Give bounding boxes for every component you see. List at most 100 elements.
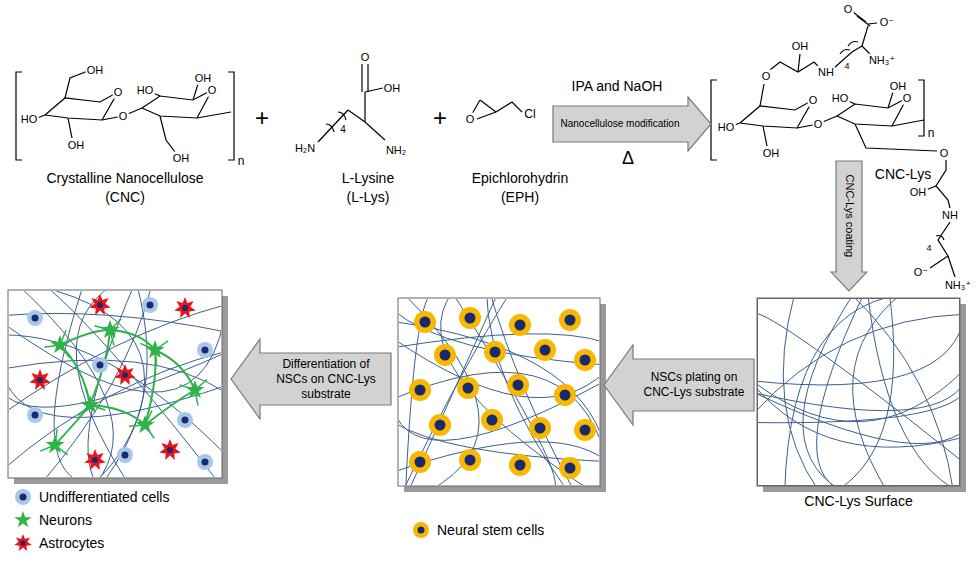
neural-stem-cell [459,449,481,471]
structure-label: NH [817,66,835,79]
structure-label: + [254,104,270,132]
neural-stem-cell [409,379,431,401]
structure-label: O [360,51,371,64]
neural-stem-cell [459,307,481,329]
cell-nucleus [97,362,104,369]
cell-nucleus [202,347,209,354]
structure-label: n [237,155,246,169]
neuron [146,340,165,358]
cell-nucleus [37,377,43,383]
astrocyte [84,449,105,470]
neural-stem-cell [534,339,556,361]
nanofiber [837,299,894,485]
structure-label: (CNC) [104,189,146,205]
structure-label: HO [20,113,39,126]
arrow-text-area: NSCs plating on CNC-Lys substrate [639,359,749,411]
arrow-label: NSCs plating on CNC-Lys substrate [639,370,749,400]
arrow-label: CNC-Lys coating [842,175,856,258]
swatch-nucleus [20,494,27,501]
neural-stem-cell [529,417,551,439]
nanofiber [758,382,959,411]
nanofiber [34,291,145,477]
differentiated-panel [8,290,222,478]
undifferentiated-cell [142,297,158,313]
swatch-nucleus [21,541,26,546]
arrow-label: Nanocellulose modification [561,118,680,131]
structure-label: HO [831,92,850,105]
nanofiber [758,312,959,463]
structure-label: O [207,84,218,97]
structure-label: OH [172,152,191,165]
cell-nucleus [122,452,129,459]
structure-label: HO [136,84,155,97]
nanofiber [403,299,510,485]
structure-label: O [465,113,476,126]
structure-label: H₂N [294,142,316,155]
structure-label: 4 [339,124,347,136]
neuron [51,335,70,353]
chemical-structures [16,12,955,277]
structure-label: OH [889,80,908,93]
neural-stem-cell [507,374,529,396]
neural-stem-cell [457,377,479,399]
cell-nucleus [415,385,426,396]
structure-label: OH [67,139,86,152]
neural-stem-cell [574,349,596,371]
structure-label: OH [194,72,213,85]
arrow-outline [231,339,391,419]
undifferentiated-cell [197,342,213,358]
structure-label: O [813,118,824,131]
cell-nucleus [560,390,571,401]
structure-label: NH₃⁺ [944,279,972,292]
neuron [81,395,100,413]
nanofiber [868,299,958,485]
cell-nucleus [435,420,446,431]
neural-stem-cell [481,409,503,431]
structure-label: IPA and NaOH [571,78,664,94]
cell-nucleus [182,305,188,311]
cell-nucleus [487,415,498,426]
structure-label: O⁻ [913,266,929,279]
neurite [145,350,156,425]
structure-label: O [843,3,854,16]
cell-nucleus [565,315,576,326]
structure-label: O [902,92,913,105]
cell-nucleus [167,447,173,453]
arrow-outline [831,161,867,291]
cell-nucleus [440,350,451,361]
structure-label: O⁻ [879,16,895,29]
cell-nucleus [32,412,39,419]
swatch-star [14,511,31,527]
cell-nucleus [182,417,189,424]
neurite [60,345,90,405]
nanofiber [9,304,221,413]
panel-caption: CNC-Lys Surface [758,493,959,509]
astrocyte [89,294,110,315]
neurite [90,330,110,405]
process-arrow: CNC-Lys coating [830,160,868,292]
structure-label: (L-Lys) [345,189,390,205]
culture-panels [3,285,966,492]
structure-label: O [808,94,819,107]
legend-swatch [13,510,33,530]
process-arrow: NSCs plating on CNC-Lys substrate [603,344,755,426]
undifferentiated-cell [177,412,193,428]
arrow-text-area: Differentiation of NSCs on CNC-Lys subst… [266,353,386,405]
neuron [186,380,205,398]
structure-label: (EPH) [500,189,540,205]
nanofiber [850,299,953,485]
structure-label: Cl [523,108,536,122]
nanofiber [399,372,599,454]
structure-label: NH₃⁺ [868,54,896,67]
cell-nucleus [513,380,524,391]
nanofiber [758,392,959,423]
structure-label: NH₂ [385,144,407,157]
structure-label: CNC-Lys [874,166,932,182]
nanofiber [9,335,221,456]
cell-nucleus [465,313,476,324]
cell-nucleus [147,302,154,309]
neuron [101,320,120,338]
nanofiber [399,322,599,448]
legend-item: Neurons [13,510,92,530]
